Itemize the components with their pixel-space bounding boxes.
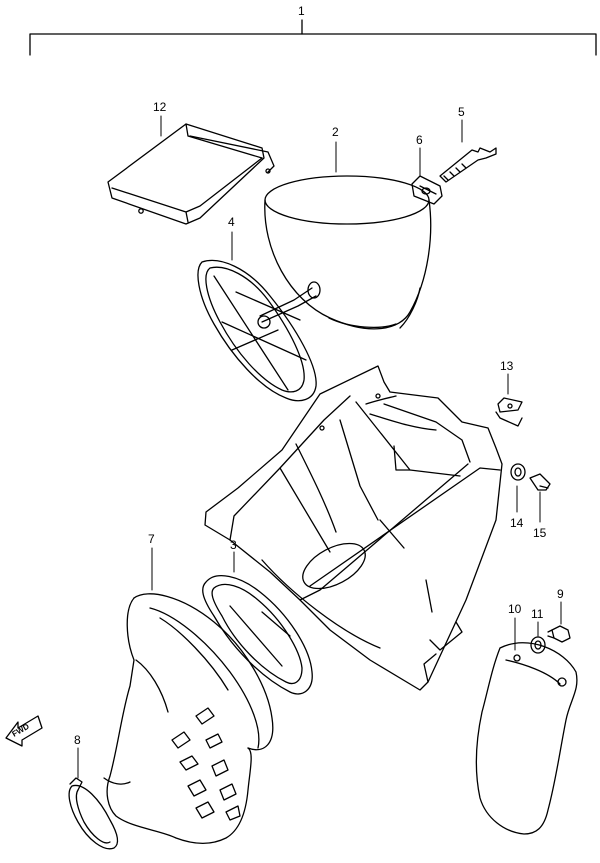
- callout-8: 8: [74, 733, 81, 747]
- part-15-screw: [529, 473, 551, 491]
- callout-6: 6: [416, 133, 423, 147]
- callout-12: 12: [153, 100, 167, 114]
- part-9-bolt: [547, 625, 571, 643]
- part-12-cover-plate: [107, 123, 275, 225]
- callout-10: 10: [508, 602, 522, 616]
- part-11-washer: [530, 636, 546, 654]
- part-5-bolt: [439, 147, 497, 183]
- callout-13: 13: [500, 359, 514, 373]
- part-6-wing-nut: [411, 175, 443, 205]
- callout-9: 9: [557, 587, 564, 601]
- callout-5: 5: [458, 105, 465, 119]
- callout-4: 4: [228, 215, 235, 229]
- callout-15: 15: [533, 526, 547, 540]
- part-2-filter-element: [264, 175, 432, 330]
- assembly-bracket: [29, 19, 597, 56]
- part-7-intake-boot: [103, 593, 274, 844]
- callout-2: 2: [332, 125, 339, 139]
- part-14-grommet: [510, 463, 526, 481]
- callout-11: 11: [531, 607, 544, 621]
- callout-7: 7: [148, 532, 155, 546]
- callout-1: 1: [298, 4, 305, 18]
- part-8-hose-clamp: [68, 777, 119, 850]
- part-3-gasket: [202, 575, 313, 695]
- part-13-clip: [495, 397, 523, 427]
- callout-14: 14: [510, 516, 524, 530]
- leader-lines: [77, 115, 562, 779]
- forward-direction-arrow: FWD: [5, 715, 43, 747]
- part-4-filter-cage: [197, 259, 321, 402]
- part-10-side-panel: [475, 642, 578, 835]
- callout-3: 3: [230, 538, 237, 552]
- part-1-air-cleaner-case: [204, 365, 503, 691]
